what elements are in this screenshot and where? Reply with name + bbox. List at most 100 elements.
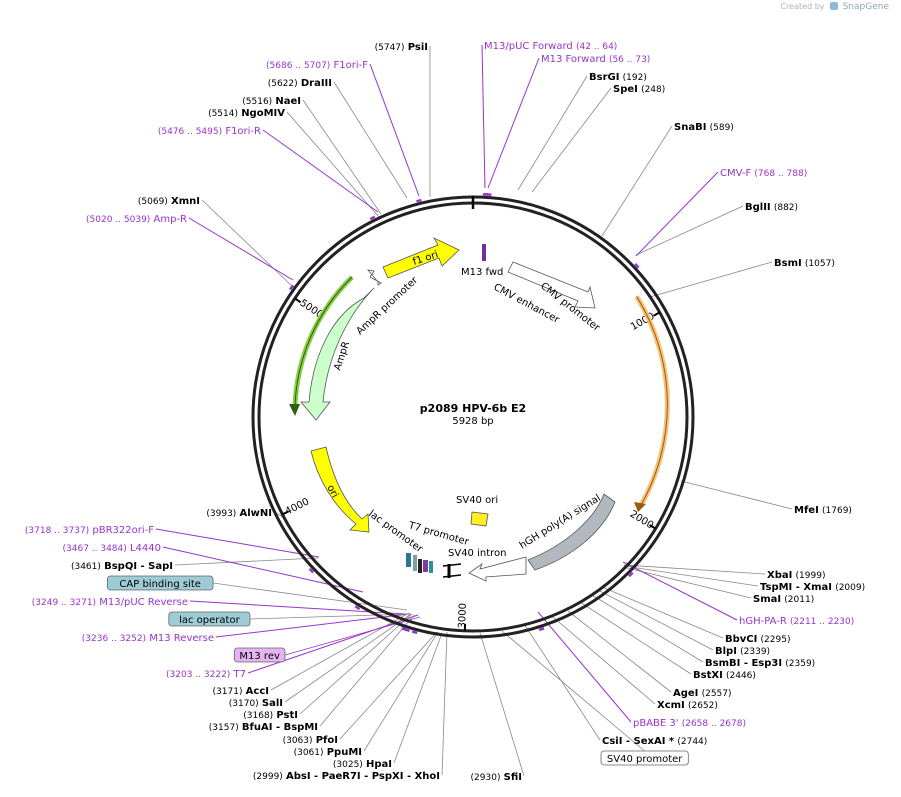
primer-l4440[interactable]: (3467 .. 3484) L4440: [63, 543, 162, 554]
enzyme-site-bglii[interactable]: BglII (882): [745, 202, 798, 213]
leader-line: [680, 480, 793, 510]
enzyme-site-bfuai-bspmi[interactable]: (3157) BfuAI - BspMI: [209, 722, 318, 733]
leader-line: [479, 632, 525, 777]
enzyme-site-acci[interactable]: (3171) AccI: [213, 686, 269, 697]
primer-site-mark: [628, 571, 634, 578]
enzyme-site-psii[interactable]: (5747) PsiI: [375, 42, 428, 53]
lac-operator-feature[interactable]: [418, 559, 422, 573]
leader-line: [517, 75, 588, 191]
feature-box-cap-binding-site[interactable]: [107, 575, 214, 591]
feature-box-label-sv40-promoter: SV40 promoter: [607, 754, 683, 765]
tick-mark: [282, 510, 290, 516]
tick-mark: [294, 297, 302, 304]
enzyme-site-sfii[interactable]: (2930) SfiI: [471, 772, 522, 783]
feature-box-m13-rev[interactable]: [233, 647, 286, 663]
enzyme-site-bbvci[interactable]: BbvCI (2295): [725, 634, 790, 645]
enzyme-site-mfei[interactable]: MfeI (1769): [794, 505, 852, 516]
leader-line: [333, 81, 408, 199]
leader-line: [284, 613, 412, 703]
primer-pbabe-3[interactable]: pBABE 3' (2658 .. 2678): [633, 718, 746, 729]
primer-m13-reverse[interactable]: (3236 .. 3252) M13 Reverse: [82, 633, 214, 644]
enzyme-site-ppumi[interactable]: (3061) PpuMI: [294, 747, 362, 758]
primer-amp-r[interactable]: (5020 .. 5039) Amp-R: [86, 214, 187, 225]
primer-site-marks: [288, 192, 640, 635]
primer-m13-puc-reverse[interactable]: (3249 .. 3271) M13/pUC Reverse: [32, 597, 188, 608]
enzyme-site-xmni[interactable]: (5069) XmnI: [138, 196, 200, 207]
primer-cmv-f[interactable]: CMV-F (768 .. 788): [720, 168, 807, 179]
enzyme-site-xcmi[interactable]: XcmI (2652): [657, 700, 718, 711]
m13-fwd-primer-feature[interactable]: [482, 244, 486, 261]
enzyme-site-snabi[interactable]: SnaBI (589): [674, 122, 734, 133]
leader-line: [501, 630, 645, 752]
leader-line: [247, 614, 419, 674]
primer-m13-puc-forward[interactable]: M13/pUC Forward (42 .. 64): [484, 41, 617, 52]
feature-label-m13-fwd: M13 fwd: [461, 267, 503, 278]
primer-f1ori-r[interactable]: (5476 .. 5495) F1ori-R: [158, 126, 261, 137]
ori-feature[interactable]: [310, 446, 370, 533]
enzyme-site-naei[interactable]: (5516) NaeI: [242, 96, 301, 107]
leader-line: [481, 44, 486, 189]
enzyme-site-bsmi[interactable]: BsmI (1057): [774, 258, 835, 269]
green-feature-arc-edge: [294, 276, 353, 411]
f1-ori-feature[interactable]: [382, 237, 460, 279]
leader-line: [567, 610, 672, 693]
enzyme-site-draiii[interactable]: (5622) DraIII: [268, 78, 332, 89]
orange-arc-arrowhead: [634, 502, 646, 512]
feature-box-label-cap-binding-site: CAP binding site: [119, 579, 201, 590]
leader-line: [249, 613, 412, 620]
primer-site-mark: [411, 630, 418, 635]
enzyme-site-absi-paer7i-pspxi-xhoi[interactable]: (2999) AbsI - PaeR7I - PspXI - XhoI: [253, 771, 440, 782]
leader-line: [622, 561, 738, 621]
enzyme-site-spei[interactable]: SpeI (248): [613, 84, 665, 95]
primer-f1ori-f[interactable]: (5686 .. 5707) F1ori-F: [266, 60, 368, 71]
enzyme-site-smai[interactable]: SmaI (2011): [753, 594, 814, 605]
sv40-intron-feature[interactable]: [468, 556, 527, 582]
primer-m13-forward[interactable]: M13 Forward (56 .. 73): [541, 54, 650, 65]
leader-line: [393, 632, 443, 764]
sv40-ori-feature[interactable]: [470, 511, 489, 527]
feature-label-f1-ori: f1 ori: [412, 249, 440, 268]
feature-box-label-lac-operator: lac operator: [179, 615, 240, 626]
lac-promoter-feature[interactable]: [413, 555, 417, 571]
enzyme-site-agei[interactable]: AgeI (2557): [673, 688, 732, 699]
enzyme-site-sali[interactable]: (3170) SalI: [229, 698, 283, 709]
enzyme-site-hpai[interactable]: (3025) HpaI: [333, 759, 392, 770]
leader-line: [552, 616, 656, 705]
primer-site-mark: [634, 263, 640, 269]
enzyme-site-xbai[interactable]: XbaI (1999): [767, 570, 825, 581]
enzyme-site-psti[interactable]: (3168) PstI: [243, 710, 298, 721]
ampr-promoter-feature[interactable]: [367, 269, 382, 286]
enzyme-site-ngomiv[interactable]: (5514) NgoMIV: [208, 108, 285, 119]
enzyme-site-bspqi-sapi[interactable]: (3461) BspQI - SapI: [71, 561, 173, 572]
cmv-enhancer-feature[interactable]: [507, 261, 596, 309]
enzyme-site-blpi[interactable]: BlpI (2339): [715, 646, 770, 657]
leader-line: [441, 631, 448, 776]
leader-line: [286, 111, 380, 218]
credit-prefix: Created by: [780, 2, 825, 11]
m13-rev-feature[interactable]: [423, 560, 428, 572]
enzyme-site-alwni[interactable]: (3993) AlwNI: [206, 508, 272, 519]
enzyme-site-csii-sexai[interactable]: CsiI - SexAI * (2744): [602, 736, 707, 747]
enzyme-site-tspmi-xmai[interactable]: TspMI - XmaI (2009): [760, 582, 865, 593]
enzyme-site-bsrgi[interactable]: BsrGI (192): [589, 72, 647, 83]
enzyme-site-bstxi[interactable]: BstXI (2446): [693, 670, 756, 681]
primer-hgh-pa-r[interactable]: hGH-PA-R (2211 .. 2230): [739, 616, 854, 627]
cap-site-feature[interactable]: [406, 553, 411, 567]
leader-line: [601, 125, 673, 237]
enzyme-site-pfoi[interactable]: (3063) PfoI: [283, 735, 338, 746]
tick-label: 2000: [628, 509, 655, 532]
plasmid-size: 5928 bp: [452, 416, 493, 427]
leader-line: [201, 199, 296, 290]
leader-line: [215, 613, 410, 638]
hgh-polya-feature[interactable]: [527, 493, 616, 571]
feature-box-sv40-promoter[interactable]: [600, 750, 689, 766]
primer-t7[interactable]: (3203 .. 3222) T7: [166, 669, 246, 680]
feature-box-lac-operator[interactable]: [168, 611, 251, 627]
t7-promoter-feature[interactable]: [429, 561, 433, 573]
primer-pbr322ori-f[interactable]: (3718 .. 3737) pBR322ori-F: [25, 525, 154, 536]
ampr-feature[interactable]: [300, 287, 375, 421]
leader-line: [579, 601, 692, 675]
leader-line: [623, 565, 759, 587]
tick-mark: [649, 524, 657, 530]
enzyme-site-bsmbi-esp3i[interactable]: BsmBI - Esp3I (2359): [705, 658, 815, 669]
